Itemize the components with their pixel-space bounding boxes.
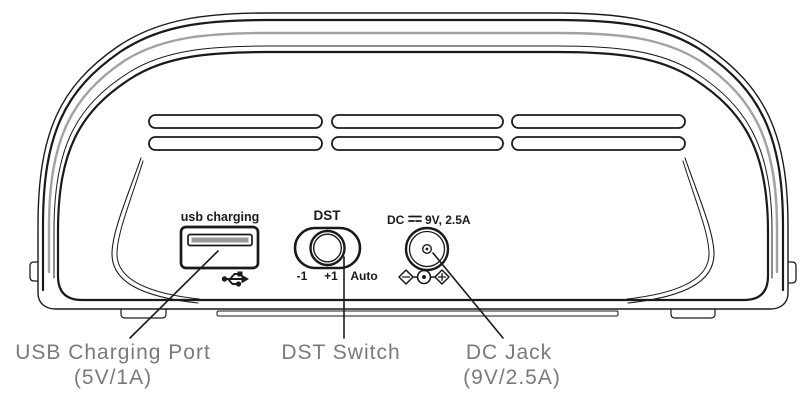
callout-line-usb: [129, 250, 219, 339]
callout-line-dc: [432, 252, 504, 339]
right-side-tab: [787, 261, 797, 284]
vent-slot: [511, 136, 686, 151]
left-seam-curve: [111, 157, 199, 304]
caption-dst: DST Switch: [281, 341, 400, 364]
caption-dc-line1: DC Jack: [466, 341, 552, 364]
dst-switch-body: [293, 226, 362, 270]
dst-switch-knob-inner: [313, 233, 343, 263]
vent-slot: [331, 136, 504, 151]
usb-port-label: usb charging: [181, 210, 259, 224]
vent-grid: [148, 114, 686, 151]
dst-switch-knob: [309, 229, 346, 267]
caption-dc-line2: (9V/2.5A): [463, 366, 561, 389]
usb-icon: [221, 271, 249, 287]
vent-slot: [148, 114, 323, 129]
dst-option-minus1: -1: [297, 269, 308, 283]
dc-jack-pin-ring: [422, 243, 433, 254]
vent-slot: [148, 136, 323, 151]
panel-rim-line: [53, 45, 773, 279]
back-panel: [56, 50, 770, 302]
vent-slot: [511, 114, 686, 129]
dst-switch-group: DST -1 +1 Auto: [293, 208, 378, 283]
shell-seam-gray: [47, 31, 779, 274]
dc-power-symbol-icon: [408, 215, 422, 222]
usb-port-slot: [187, 233, 253, 247]
dc-jack: [404, 226, 450, 272]
dc-rating-label: 9V, 2.5A: [425, 213, 471, 227]
left-foot: [120, 308, 167, 319]
device-body: [29, 12, 797, 319]
device-outline-second: [41, 18, 785, 292]
right-seam-curve: [627, 157, 715, 304]
right-foot: [670, 308, 716, 319]
callout-lines: [129, 250, 504, 339]
vent-slot: [331, 114, 504, 129]
caption-usb-line1: USB Charging Port: [15, 341, 211, 364]
left-seam-curve-inner: [116, 160, 200, 300]
center-positive-polarity-icon: [398, 269, 450, 285]
caption-usb-line2: (5V/1A): [74, 366, 152, 389]
dc-jack-inner-ring: [408, 230, 446, 268]
usb-port: [179, 225, 260, 270]
usb-port-slot-contact: [191, 237, 249, 243]
dst-label: DST: [314, 208, 342, 223]
base-strip: [216, 310, 619, 317]
dst-option-plus1: +1: [324, 269, 338, 283]
dc-jack-group: DC 9V, 2.5A: [387, 213, 471, 285]
left-side-tab: [29, 261, 39, 282]
captions: USB Charging Port (5V/1A) DST Switch DC …: [15, 341, 561, 389]
device-outline-outer: [37, 12, 789, 310]
right-seam-curve-inner: [626, 160, 710, 300]
dc-jack-pin: [425, 247, 429, 251]
usb-port-group: usb charging: [179, 210, 260, 287]
dc-label: DC: [387, 213, 405, 227]
dst-option-auto: Auto: [350, 269, 377, 283]
